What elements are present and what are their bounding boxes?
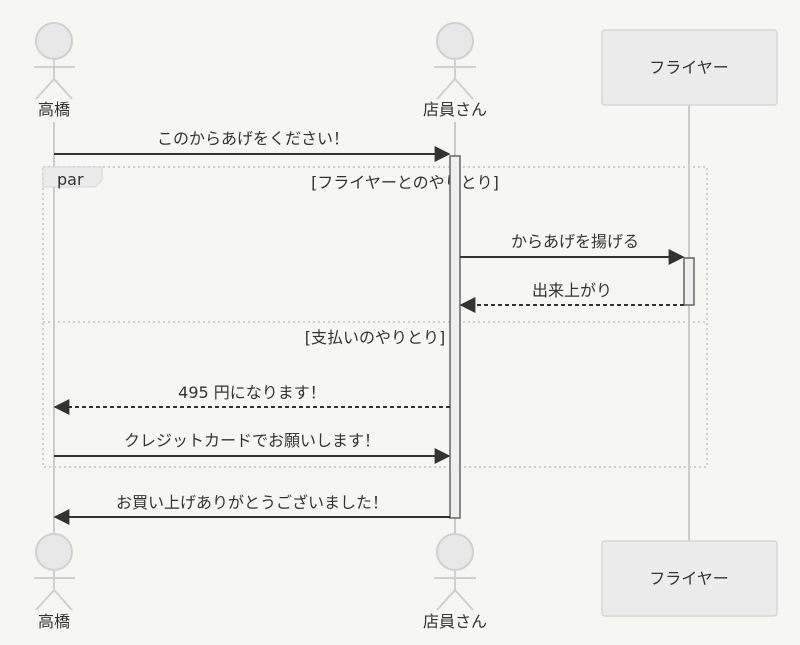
activation-clerk xyxy=(449,155,461,519)
message-label: 出来上がり xyxy=(532,281,612,300)
participant-fryer-bottom: フライヤー xyxy=(601,540,778,617)
message-3: 出来上がり xyxy=(459,281,684,313)
message-4: 495 円になります！ xyxy=(53,383,450,415)
person-icon xyxy=(434,533,476,611)
person-icon xyxy=(34,533,75,611)
message-label: このからあげをください！ xyxy=(157,129,349,148)
actor-label: 店員さん xyxy=(423,100,487,119)
message-label: 495 円になります！ xyxy=(178,383,326,402)
activation-fryer xyxy=(683,257,695,306)
person-icon xyxy=(434,22,476,100)
actor-clerk-top: 店員さん xyxy=(423,22,487,119)
participant-box xyxy=(601,29,778,106)
par-section-2-label: [支払いのやりとり] xyxy=(305,328,446,347)
participant-box xyxy=(601,540,778,617)
actor-takahashi-top: 高橋 xyxy=(34,22,75,119)
par-section-1-label: [フライヤーとのやりとり] xyxy=(311,173,499,192)
person-icon xyxy=(34,22,75,100)
par-frame-border xyxy=(42,166,708,468)
message-6: お買い上げありがとうございました！ xyxy=(53,493,450,525)
message-2: からあげを揚げる xyxy=(460,232,685,265)
actor-label: 高橋 xyxy=(38,612,70,631)
actor-label: 店員さん xyxy=(423,612,487,631)
actor-takahashi-bottom: 高橋 xyxy=(34,533,75,631)
participant-label: フライヤー xyxy=(649,569,729,588)
message-label: クレジットカードでお願いします！ xyxy=(124,431,380,450)
par-frame-tag xyxy=(42,166,103,188)
participant-label: フライヤー xyxy=(649,58,729,77)
message-5: クレジットカードでお願いします！ xyxy=(54,431,451,464)
par-keyword: par xyxy=(57,170,84,189)
message-1: このからあげをください！ xyxy=(54,129,451,162)
message-label: お買い上げありがとうございました！ xyxy=(116,493,388,512)
participant-fryer-top: フライヤー xyxy=(601,29,778,106)
message-label: からあげを揚げる xyxy=(511,232,639,251)
par-frame: par [フライヤーとのやりとり] [支払いのやりとり] xyxy=(42,166,708,468)
actor-label: 高橋 xyxy=(38,100,70,119)
actor-clerk-bottom: 店員さん xyxy=(423,533,487,631)
